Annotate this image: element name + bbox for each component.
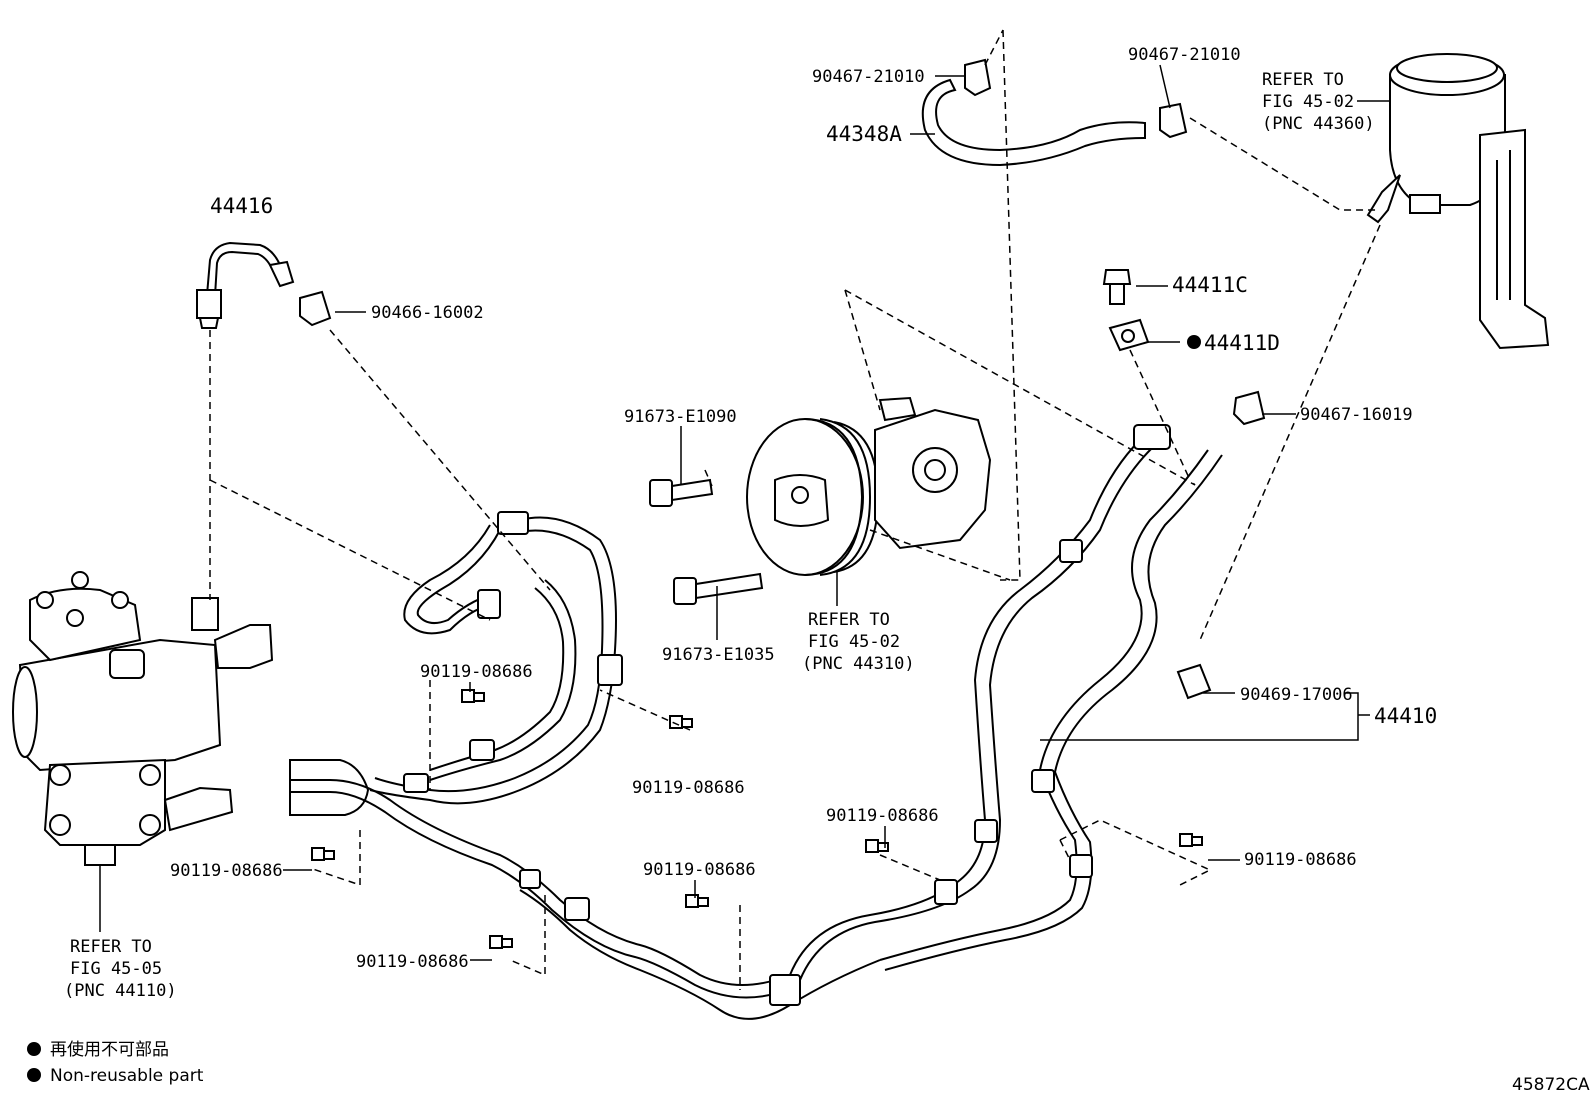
leader-lines — [99, 64, 1390, 961]
callout-90119-08686-g: 90119-08686 — [356, 952, 469, 972]
svg-text:REFER TO: REFER TO — [1262, 70, 1344, 90]
small-bolts — [311, 689, 1203, 949]
svg-text:REFER TO: REFER TO — [70, 937, 152, 957]
svg-text:FIG 45-02: FIG 45-02 — [808, 632, 900, 652]
callout-91673-E1035: 91673-E1035 — [662, 645, 775, 665]
callout-90467-21010-right: 90467-21010 — [1128, 45, 1241, 65]
svg-text:(PNC 44310): (PNC 44310) — [802, 654, 915, 674]
pressure-pipe-44416 — [196, 241, 332, 329]
svg-text:REFER TO: REFER TO — [808, 610, 890, 630]
bolt-and-gasket-parts — [1102, 269, 1266, 700]
svg-text:(PNC 44110): (PNC 44110) — [64, 981, 177, 1001]
callout-44411C: 44411C — [1172, 273, 1248, 297]
legend-bullet-icon — [27, 1042, 41, 1056]
callout-90119-08686-d: 90119-08686 — [1244, 850, 1357, 870]
reservoir-assembly — [1366, 53, 1550, 350]
pump-bolts — [649, 478, 764, 605]
callout-90466-16002: 90466-16002 — [371, 303, 484, 323]
legend: 再使用不可部品 Non-reusable part — [27, 1039, 204, 1086]
callout-90467-21010-left: 90467-21010 — [812, 67, 925, 87]
reference-pump: REFER TO FIG 45-02 (PNC 44310) — [802, 610, 915, 674]
callout-44411D: 44411D — [1204, 331, 1280, 355]
reference-gearbox: REFER TO FIG 45-05 (PNC 44110) — [64, 937, 177, 1001]
callout-90469-17006: 90469-17006 — [1240, 685, 1353, 705]
callout-90119-08686-e: 90119-08686 — [170, 861, 283, 881]
callout-44416: 44416 — [210, 194, 273, 218]
power-steering-pump — [746, 396, 992, 576]
callout-90119-08686-a: 90119-08686 — [420, 662, 533, 682]
legend-english: Non-reusable part — [50, 1066, 204, 1086]
svg-text:FIG 45-02: FIG 45-02 — [1262, 92, 1354, 112]
svg-text:FIG 45-05: FIG 45-05 — [70, 959, 162, 979]
callout-90119-08686-b: 90119-08686 — [632, 778, 745, 798]
legend-bullet-icon — [27, 1068, 41, 1082]
callout-90467-16019: 90467-16019 — [1300, 405, 1413, 425]
callout-91673-E1090: 91673-E1090 — [624, 407, 737, 427]
suction-hose-44348A — [921, 58, 1188, 167]
callout-44410: 44410 — [1374, 704, 1437, 728]
steering-gearbox — [12, 571, 274, 866]
non-reusable-marker-icon — [1187, 335, 1201, 349]
callout-90119-08686-f: 90119-08686 — [643, 860, 756, 880]
callout-90119-08686-c: 90119-08686 — [826, 806, 939, 826]
reference-reservoir: REFER TO FIG 45-02 (PNC 44360) — [1262, 70, 1375, 134]
callout-44348A: 44348A — [826, 122, 902, 146]
figure-code: 45872CA — [1512, 1075, 1590, 1095]
assembly-dashed-lines — [209, 29, 1381, 990]
pressure-return-hose-44410 — [289, 424, 1223, 1020]
legend-japanese: 再使用不可部品 — [50, 1039, 169, 1060]
svg-text:(PNC 44360): (PNC 44360) — [1262, 114, 1375, 134]
